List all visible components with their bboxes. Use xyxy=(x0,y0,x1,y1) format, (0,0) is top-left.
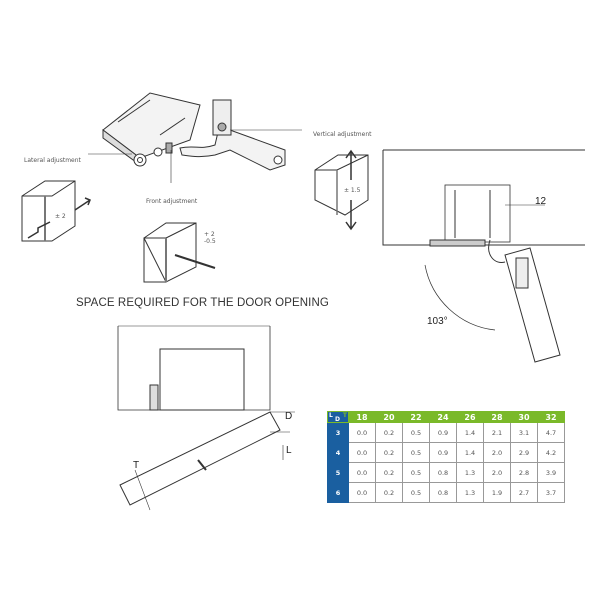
column-header: 30 xyxy=(510,411,538,423)
row-header: 5 xyxy=(327,462,349,483)
dimension-l: L xyxy=(286,445,292,456)
table-cell: 1.3 xyxy=(456,462,484,483)
table-cell: 2.9 xyxy=(510,442,538,463)
table-cell: 3.7 xyxy=(537,482,565,503)
vertical-adjustment-label: Vertical adjustment xyxy=(313,131,372,138)
table-cell: 2.0 xyxy=(483,462,511,483)
table-cell: 0.2 xyxy=(375,462,403,483)
vertical-value: ± 1.5 xyxy=(344,187,361,194)
hinge-drawing xyxy=(102,92,286,171)
table-cell: 1.4 xyxy=(456,422,484,443)
row-header: 4 xyxy=(327,442,349,463)
lateral-cube-icon xyxy=(21,180,91,242)
column-header: 26 xyxy=(456,411,484,423)
table-cell: 0.2 xyxy=(375,482,403,503)
table-cell: 0.0 xyxy=(348,442,376,463)
table-cell: 4.2 xyxy=(537,442,565,463)
table-cell: 0.5 xyxy=(402,422,430,443)
table-cell: 0.5 xyxy=(402,462,430,483)
table-cell: 1.3 xyxy=(456,482,484,503)
front-value-plus: + 2 xyxy=(204,231,215,238)
column-header: 24 xyxy=(429,411,457,423)
angle-label: 103° xyxy=(427,316,448,327)
lateral-adjustment-label: Lateral adjustment xyxy=(24,157,81,164)
table-cell: 0.0 xyxy=(348,482,376,503)
table-cell: 0.5 xyxy=(402,442,430,463)
column-header: 32 xyxy=(537,411,565,423)
section-drawing xyxy=(117,325,295,511)
column-header: 20 xyxy=(375,411,403,423)
table-cell: 2.0 xyxy=(483,442,511,463)
table-cell: 0.8 xyxy=(429,482,457,503)
table-cell: 0.2 xyxy=(375,422,403,443)
table-cell: 3.1 xyxy=(510,422,538,443)
section-title: SPACE REQUIRED FOR THE DOOR OPENING xyxy=(76,297,329,309)
table-cell: 2.8 xyxy=(510,462,538,483)
front-cube-icon xyxy=(143,222,216,283)
column-header: 22 xyxy=(402,411,430,423)
table-cell: 1.9 xyxy=(483,482,511,503)
table-cell: 0.5 xyxy=(402,482,430,503)
row-header: 3 xyxy=(327,422,349,443)
row-header: 6 xyxy=(327,482,349,503)
table-cell: 1.4 xyxy=(456,442,484,463)
table-cell: 4.7 xyxy=(537,422,565,443)
door-opening-drawing xyxy=(382,149,585,363)
column-header: 28 xyxy=(483,411,511,423)
vertical-cube-icon xyxy=(314,149,369,231)
table-cell: 3.9 xyxy=(537,462,565,483)
dimension-t: T xyxy=(133,460,140,471)
table-cell: 2.7 xyxy=(510,482,538,503)
table-cell: 2.1 xyxy=(483,422,511,443)
dimension-12: 12 xyxy=(535,196,547,207)
table-cell: 0.0 xyxy=(348,422,376,443)
dimension-d: D xyxy=(285,411,293,422)
table-cell: 0.9 xyxy=(429,442,457,463)
table-cell: 0.8 xyxy=(429,462,457,483)
table-cell: 0.0 xyxy=(348,462,376,483)
column-header: 18 xyxy=(348,411,376,423)
table-cell: 0.9 xyxy=(429,422,457,443)
front-value-minus: -0.5 xyxy=(204,238,216,245)
front-adjustment-label: Front adjustment xyxy=(146,198,198,205)
table-cell: 0.2 xyxy=(375,442,403,463)
lateral-value: ± 2 xyxy=(55,213,66,220)
